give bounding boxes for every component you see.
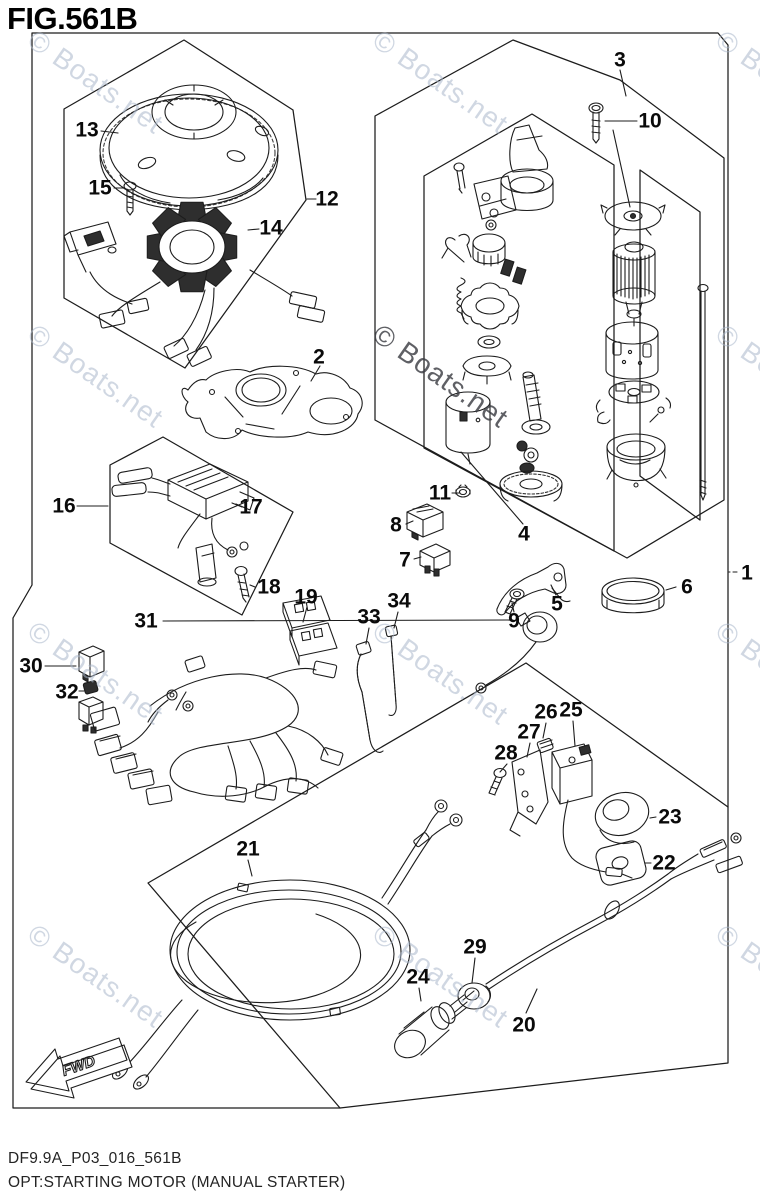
part-label-21: 21 — [236, 837, 260, 861]
part-22-pad-drawing — [595, 840, 647, 886]
part-label-2: 2 — [313, 345, 325, 369]
part-label-17: 17 — [239, 495, 263, 519]
part-23-cap-drawing — [594, 791, 650, 845]
leader-line-21 — [247, 859, 253, 877]
part-5-bracket-lever-drawing — [496, 562, 571, 616]
part-32-fuse-drawing — [78, 680, 104, 734]
part-29-grommet-drawing — [457, 982, 492, 1010]
part-6-ring-drawing — [601, 577, 665, 614]
part-label-16: 16 — [52, 494, 76, 518]
part-30-relay-drawing — [78, 645, 105, 683]
part-label-15: 15 — [88, 176, 112, 200]
part-label-6: 6 — [681, 575, 693, 599]
part-34-cable-tie-drawing — [384, 624, 399, 716]
part-label-13: 13 — [75, 118, 99, 142]
leader-line-17 — [231, 502, 243, 508]
part-label-30: 30 — [19, 654, 43, 678]
part-2-bracket-drawing — [181, 365, 363, 440]
wire-harness-drawing — [89, 655, 344, 806]
leader-line-9 — [511, 602, 515, 613]
figure-code: DF9.9A_P03_016_561B — [8, 1150, 182, 1167]
part-label-4: 4 — [518, 522, 530, 546]
part-label-23: 23 — [658, 805, 682, 829]
leader-line-18 — [249, 584, 256, 588]
part-9-bolt-drawing — [504, 588, 525, 615]
part-label-12: 12 — [315, 187, 339, 211]
part-31-cap-drawing — [475, 611, 558, 694]
leader-line-2 — [310, 365, 321, 382]
part-14-stator-drawing — [63, 201, 326, 367]
leader-line-5 — [550, 584, 557, 596]
leader-line-27 — [526, 742, 531, 758]
part-label-9: 9 — [508, 609, 520, 633]
part-10-bolt-drawing — [588, 102, 604, 144]
part-7-relay-drawing — [419, 543, 451, 577]
part-label-29: 29 — [463, 935, 487, 959]
leader-line-19 — [302, 606, 308, 623]
part-26-spacer-drawing — [536, 737, 554, 754]
part-24-switch-drawing — [394, 990, 475, 1059]
leader-line-13 — [100, 130, 119, 134]
part-label-24: 24 — [406, 965, 430, 989]
leader-line-25 — [572, 720, 576, 747]
part-label-1: 1 — [741, 561, 753, 585]
part-label-22: 22 — [652, 851, 676, 875]
part-label-3: 3 — [614, 48, 626, 72]
part-label-27: 27 — [517, 720, 541, 744]
leader-line-23 — [649, 816, 657, 819]
part-20-lead-wire-drawing — [485, 832, 743, 990]
leader-line-26 — [542, 722, 547, 739]
part-label-34: 34 — [387, 589, 411, 613]
leader-line-8 — [405, 520, 414, 525]
part-label-28: 28 — [494, 741, 518, 765]
part-21-battery-cable-drawing — [111, 799, 463, 1090]
part-label-5: 5 — [551, 592, 563, 616]
figure-caption: OPT:STARTING MOTOR (MANUAL STARTER) — [8, 1174, 346, 1191]
part-label-7: 7 — [399, 548, 411, 572]
part-label-8: 8 — [390, 513, 402, 537]
leader-line-4 — [460, 451, 524, 525]
part-27-bracket-drawing — [509, 749, 549, 837]
part-label-26: 26 — [534, 700, 558, 724]
figure-title: FIG.561B — [7, 1, 138, 36]
leader-line-7 — [413, 556, 422, 560]
part-3-armature-assembly-drawing — [595, 129, 709, 501]
part-28-bolt-drawing — [488, 767, 507, 796]
leader-line-33 — [365, 627, 370, 645]
fwd-arrow: FWD — [25, 1037, 133, 1099]
leader-line-29 — [471, 957, 476, 984]
leader-line-28 — [499, 763, 508, 773]
part-label-31: 31 — [134, 609, 158, 633]
part-15-bolt-drawing — [123, 181, 137, 216]
frame-borders — [12, 32, 729, 1109]
part-label-11: 11 — [428, 481, 452, 505]
part-label-33: 33 — [357, 605, 381, 629]
leader-line-14 — [247, 228, 260, 231]
part-label-19: 19 — [294, 585, 318, 609]
leader-lines — [44, 69, 738, 1014]
part-4-motor-assembly-drawing — [441, 124, 563, 502]
part-18-bolt-drawing — [234, 565, 250, 603]
part-13-flywheel-drawing — [99, 84, 279, 211]
leader-line-20 — [525, 988, 538, 1014]
part-label-14: 14 — [259, 216, 283, 240]
leader-line-34 — [393, 611, 399, 629]
leader-line-31 — [162, 619, 514, 622]
part-25-unit-drawing — [551, 743, 633, 879]
part-8-relay-drawing — [406, 503, 444, 541]
part-33-cable-tie-drawing — [355, 641, 384, 753]
leader-line-6 — [665, 586, 677, 591]
part-label-20: 20 — [512, 1013, 536, 1037]
part-label-25: 25 — [559, 698, 583, 722]
leader-line-24 — [418, 987, 422, 1002]
part-17-cdi-unit-drawing — [111, 463, 255, 587]
part-label-32: 32 — [55, 680, 79, 704]
part-11-nut-drawing — [455, 484, 471, 498]
part-label-18: 18 — [257, 575, 281, 599]
leader-line-3 — [619, 69, 627, 97]
part-label-10: 10 — [638, 109, 662, 133]
